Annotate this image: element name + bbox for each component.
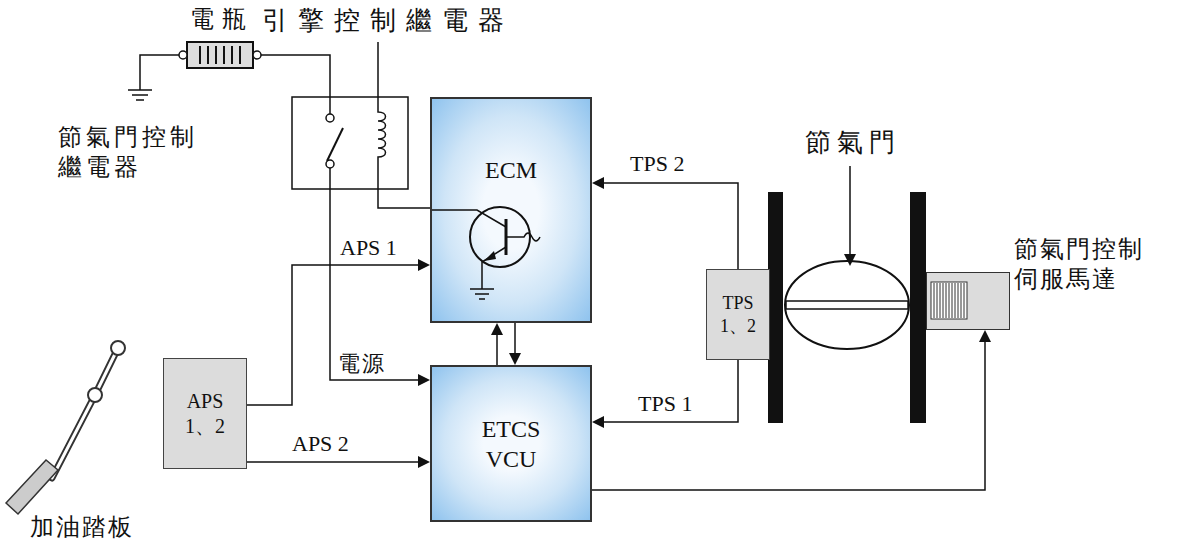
power-wire bbox=[330, 168, 420, 380]
signal-name: TPS 1 bbox=[636, 392, 694, 416]
arrowhead bbox=[592, 416, 604, 428]
battery-terminal bbox=[179, 51, 187, 59]
arrowhead bbox=[418, 456, 430, 468]
vcu-box: ETCS VCU bbox=[430, 365, 592, 522]
pedal-pivot bbox=[111, 341, 125, 355]
motor-winding bbox=[931, 282, 967, 319]
switch-contact bbox=[326, 114, 334, 122]
ground-symbol bbox=[470, 289, 494, 299]
power-arrowhead bbox=[418, 374, 430, 386]
signal-connector bbox=[509, 323, 521, 365]
motor-housing bbox=[926, 272, 1010, 330]
connector-line bbox=[602, 360, 738, 422]
leader-arrowhead bbox=[844, 254, 856, 266]
signal-name: APS 1 bbox=[338, 236, 399, 260]
connector-line bbox=[602, 183, 738, 269]
relay-housing bbox=[292, 97, 408, 189]
part-label: 電源 bbox=[338, 350, 386, 378]
signal-name: TPS 2 bbox=[628, 152, 686, 176]
signal-connector bbox=[592, 330, 991, 490]
leader-arrow bbox=[849, 166, 851, 256]
pedal-joint bbox=[88, 388, 102, 402]
connector-line bbox=[592, 340, 985, 490]
ground-wire bbox=[140, 55, 179, 90]
battery-wire bbox=[261, 55, 330, 114]
sensor-box: TPS 1、2 bbox=[706, 269, 770, 360]
node-text: ETCS VCU bbox=[466, 414, 556, 474]
part-label: 節氣門 bbox=[805, 126, 901, 159]
connector-line bbox=[247, 265, 420, 405]
pedal-pad bbox=[6, 460, 58, 514]
ground-symbol bbox=[128, 90, 152, 100]
pedal-arm bbox=[52, 348, 118, 478]
emitter-arrow bbox=[484, 251, 496, 261]
sensor-box: APS 1、2 bbox=[163, 358, 247, 469]
arrowhead bbox=[418, 259, 430, 271]
throttle-flange bbox=[768, 192, 783, 423]
signal-name: APS 2 bbox=[290, 432, 351, 456]
part-label: 加油踏板 bbox=[30, 512, 134, 542]
pedal-arm-inner bbox=[52, 348, 118, 478]
node-text: ECM bbox=[485, 155, 537, 185]
part-label: 節氣門控制繼電器 bbox=[58, 122, 202, 182]
signal-connector bbox=[491, 323, 503, 365]
transistor-collector bbox=[432, 210, 506, 227]
connector-line bbox=[247, 461, 420, 463]
battery-cells bbox=[200, 46, 240, 64]
transistor-symbol bbox=[432, 99, 590, 321]
connector-line bbox=[514, 323, 516, 355]
arrowhead bbox=[592, 177, 604, 189]
ecm-box: ECM bbox=[430, 97, 592, 323]
node-text: 節氣門控制伺服馬達 bbox=[1014, 234, 1146, 294]
throttle-bore bbox=[785, 261, 909, 349]
switch-lever bbox=[327, 128, 343, 161]
battery-symbol bbox=[187, 42, 253, 68]
part-label: 引擎控制繼電器 bbox=[262, 4, 514, 37]
signal-connector bbox=[247, 259, 430, 405]
transistor-emitter bbox=[482, 247, 506, 289]
signal-connector bbox=[247, 456, 430, 468]
winding-lines bbox=[934, 283, 964, 318]
arrowhead bbox=[979, 330, 991, 342]
switch-contact bbox=[326, 160, 334, 168]
relay-coil bbox=[378, 42, 432, 208]
signal-connector bbox=[592, 177, 738, 269]
throttle-flange bbox=[910, 192, 926, 423]
servo-motor: 節氣門控制伺服馬達 bbox=[926, 230, 1176, 330]
arrowhead bbox=[491, 323, 503, 335]
connector-line bbox=[496, 333, 498, 365]
node-text: APS 1、2 bbox=[175, 389, 235, 439]
transistor-base bbox=[506, 233, 540, 241]
battery-terminal bbox=[253, 51, 261, 59]
node-text: TPS 1、2 bbox=[712, 292, 764, 337]
motor-coil bbox=[927, 273, 1009, 329]
throttle-plate bbox=[786, 301, 908, 309]
part-label: 電瓶 bbox=[190, 4, 254, 34]
signal-connector bbox=[592, 360, 738, 428]
arrowhead bbox=[509, 353, 521, 365]
